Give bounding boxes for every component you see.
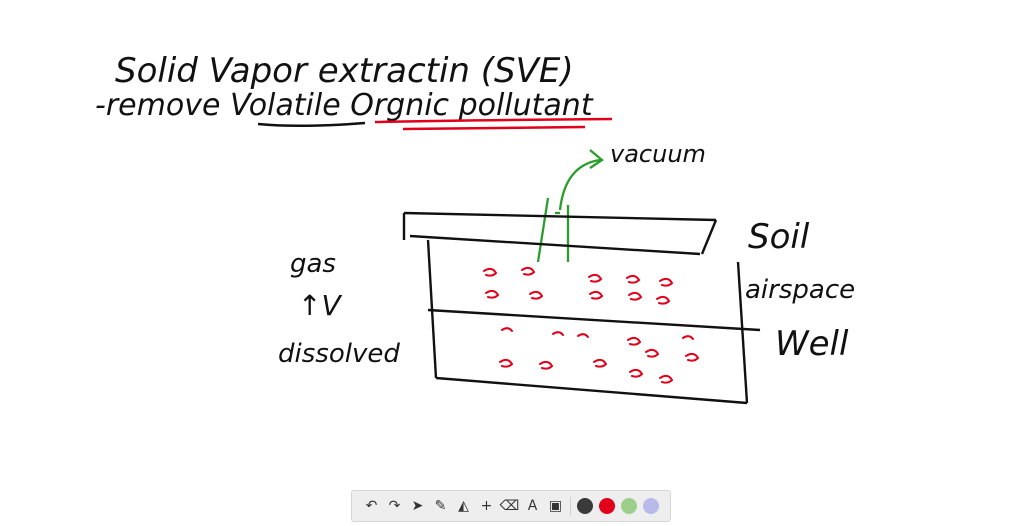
undo-icon[interactable]: ↶ (365, 498, 378, 514)
dissolved-label: dissolved (278, 339, 400, 369)
color-green-swatch[interactable] (621, 498, 637, 514)
redo-icon[interactable]: ↷ (388, 498, 401, 514)
gas-molecules (483, 266, 674, 305)
color-black-swatch[interactable] (577, 498, 593, 514)
board-subtitle: -remove Volatile Orgnic pollutant (95, 88, 594, 123)
text-icon[interactable]: A (527, 498, 538, 514)
increase-v-label: ↑V (298, 289, 342, 322)
underline-volatile (257, 121, 366, 128)
drawing-toolbar: ↶ ↷ ➤ ✎ ◭ + ⌫ A ▣ (351, 490, 671, 522)
soil-layer (402, 211, 718, 256)
dissolved-molecules (499, 327, 700, 384)
well-label: Well (775, 324, 849, 364)
soil-label: Soil (748, 217, 810, 257)
airspace-label: airspace (745, 275, 855, 305)
extraction-well-pipe (536, 197, 570, 263)
select-pointer-icon[interactable]: ➤ (411, 498, 424, 514)
subsurface-box (426, 239, 761, 405)
color-lavender-swatch[interactable] (643, 498, 659, 514)
pen-icon[interactable]: ✎ (434, 498, 447, 514)
underline-pollutant-2 (402, 125, 586, 131)
toolbar-separator (570, 497, 571, 515)
eraser-icon[interactable]: ⌫ (499, 498, 520, 514)
add-icon[interactable]: + (480, 498, 493, 514)
gas-label: gas (290, 249, 336, 279)
image-icon[interactable]: ▣ (548, 498, 563, 514)
vacuum-label: vacuum (610, 140, 706, 168)
board-title: Solid Vapor extractin (SVE) (115, 51, 574, 91)
underline-pollutant-1 (374, 117, 613, 124)
color-red-swatch[interactable] (599, 498, 615, 514)
vacuum-arrow (558, 149, 604, 211)
shapes-icon[interactable]: ◭ (458, 498, 469, 514)
